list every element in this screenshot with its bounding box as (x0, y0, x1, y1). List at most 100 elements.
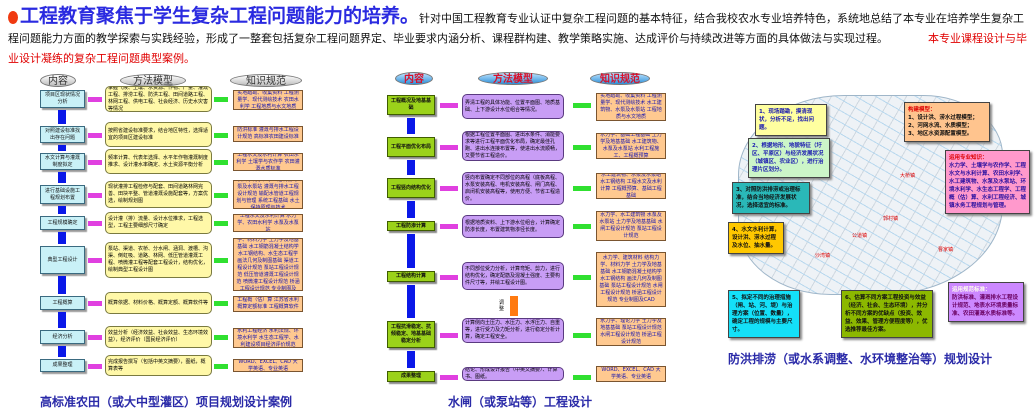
callout-1: 1、现场踏勘，摸清现状，分析不足，找出问题。 (755, 104, 827, 136)
method-box: 竖向布置确定不同部位的高程（底板高程、水泵安装高程、电机安装高程、闸门高程、启闭… (462, 172, 564, 205)
column-header: 内容 (40, 74, 76, 87)
arrow-right-icon (88, 159, 102, 165)
map-label: 公道镇 (852, 233, 868, 239)
method-box: 计算侧向土压力、水压力、水浮压力、自重等，进行受力及力矩分析，进行稳定分析计算，… (462, 318, 564, 343)
content-box: 工程防渗计算 (387, 221, 435, 231)
knowledge-box: 实地踏勘、收集资料 工程测量学、现代测绘技术 水工建筑物、水泵及水泵站 工程地质… (596, 93, 666, 121)
arrow-down-icon (58, 276, 66, 294)
arrow-right-icon (440, 374, 458, 380)
sluice-caption: 水闸（或泵站等）工程设计 (448, 395, 593, 409)
arrow-right-icon (440, 332, 458, 338)
arrow-left-icon (214, 159, 228, 165)
callout-2: 2、根据地形、地貌特征（圩区、平原区）与经济发展状况（城镇区、农业区），进行治理… (748, 138, 830, 178)
arrow-left-icon (573, 186, 591, 191)
content-box: 工程平面优化布局 (387, 137, 435, 157)
arrow-right-icon (440, 103, 458, 108)
arrow-left-icon (573, 103, 591, 108)
content-box: 典型工程设计 (40, 246, 85, 274)
arrow-down-icon (58, 145, 66, 151)
arrow-left-icon (573, 374, 591, 380)
method-box: 结论、形成设计报告（中英文摘要）、计算书、图纸。 (462, 367, 564, 381)
model-item: 1、设计洪、涝水过程模型； (908, 115, 978, 121)
arrow-left-icon (214, 132, 228, 138)
arrow-right-icon (88, 301, 102, 306)
knowledge-box: 水力学、基础工程基础 土力学及地基基础 水工建筑物、水泵及水泵站 水利工程施工、… (596, 133, 666, 159)
arrow-left-icon (573, 224, 591, 229)
map-label: 沙湾镇 (815, 253, 831, 259)
knowledge-box: 水力学、理论力学 土力学及地基基础 泵站工程设计规范 水闸工程设计规范 桥涵工程… (596, 318, 666, 346)
arrow-down-icon (58, 232, 66, 244)
callout-6: 6、估算不同方案工程投资与效益（经济、社会、生态环境），并分析不同方案的优缺点（… (841, 290, 933, 338)
method-box: 不同部位受力分析，计算弯矩、剪力，进行结构优化，确定配筋及混凝土强度、主要构件尺… (462, 262, 564, 290)
arrow-down-icon (407, 285, 415, 318)
knowledge-box: WORD、EXCEL、CAD 大学英语、专业英语 (596, 366, 666, 382)
arrow-left-icon (573, 145, 591, 150)
arrow-left-icon (214, 258, 228, 263)
content-box: 对照建设标准找出存在问题 (40, 126, 85, 143)
content-box: 成果整理 (387, 371, 435, 382)
knowledge-box: 水力学、建筑材料 结构力学、材料力学 土力学及地基基础 水工钢筋混凝土结构学 水… (233, 238, 303, 291)
arrow-down-icon (58, 172, 66, 183)
column-header: 知识规范 (590, 72, 650, 85)
knowledge-box: 工程概（估）算 江苏省水利概算定额标准 工程概算软件 (233, 296, 303, 312)
knowledge-box: 工程水文及水利计算 水力学、农田水利学 水泵及水泵站 (233, 214, 303, 232)
arrow-right-icon (88, 97, 102, 102)
arrow-down-icon (407, 201, 415, 218)
arrow-down-icon (407, 118, 415, 134)
method-box: 概算依据、材料价格、概算定额、概算软件等 (105, 292, 212, 314)
content-box: 水文计算与灌溉制度拟定 (40, 153, 85, 170)
method-box: 掌握气候、土壤、水资源、作物、产量、灌溉工程、排涝工程、防洪工程、田间道路工程、… (105, 86, 212, 112)
model-item: 2、河网水流、水质模型； (908, 123, 973, 129)
arrow-right-icon (440, 186, 458, 191)
content-box: 项目区现状情况分析 (40, 90, 85, 108)
highlight-text: 本专业课程设计与毕业设计凝练的复杂工程问题典型案例。 (8, 32, 1027, 65)
method-box: 按照省建设标准要求，结合地区特性，选择适宜的项目区建设标准 (105, 122, 212, 147)
arrow-left-icon (214, 301, 228, 306)
arrow-right-icon (88, 192, 102, 198)
knowledge-box: 水工建筑物、水泵及水泵站 水工钢结构 工程水文及水利计算 工程概预算、基础工程基… (596, 173, 666, 199)
content-box: 进行基础设施工程规划布置 (40, 185, 85, 204)
arrow-down-icon (58, 206, 66, 214)
arrow-left-icon (214, 221, 228, 226)
arrow-left-icon (214, 192, 228, 198)
standard-text: 防洪标准、灌溉排水工程设计规范、地表水环境质量标准、农田灌溉水质标准等。 (952, 295, 1019, 317)
callout-3: 3、对照防洪排涝或治理标准，结合当地经济发展状况，选择适宜的标准。 (732, 182, 810, 214)
arrow-left-icon (573, 274, 591, 280)
knowledge-box: 工程水文及水利计算 农田水利学 土壤学与农作学 农田灌溉水质标准 (233, 153, 303, 171)
intro-body: 针对中国工程教育专业认证中复杂工程问题的基本特征，结合我校农水专业培养特色，系统… (8, 12, 1025, 45)
knowledge-box: 水力学、建筑材料 结构力学、材料力学 土力学及地基基础 水工钢筋混凝土结构学 水… (596, 252, 666, 307)
content-box: 成果整理 (40, 359, 85, 372)
method-box: 泵站、渠道、农桥、分水闸、涵洞、渡槽、沟渠、倒虹吸、道路、林网、低压管道灌溉工程… (105, 242, 212, 278)
arrow-down-icon (58, 110, 66, 124)
arrow-down-icon (407, 160, 415, 175)
map-label: 大桥镇 (900, 173, 916, 179)
arrow-right-icon (88, 363, 102, 369)
arrow-right-icon (440, 145, 458, 150)
content-box: 工程竖向结构优化 (387, 178, 435, 198)
column-header: 方法模型 (478, 72, 548, 85)
content-box: 工程结构计算 (387, 271, 435, 282)
knowledge-box: 运用专业知识： 水力学、土壤学与农作学、工程水文与水利计算、农田水利学、水工建筑… (945, 150, 1030, 214)
column-header: 内容 (395, 72, 433, 85)
content-box: 经济分析 (40, 330, 85, 344)
flood-caption: 防洪排涝（或水系调整、水环境整治等）规划设计 (728, 352, 993, 366)
bullet-icon (8, 11, 18, 24)
arrow-up-icon (510, 296, 518, 316)
knowledge-box: 防洪标准 灌溉与排水工程设计规范 高标准农田建设标准 (233, 126, 303, 142)
method-box: 弄清工程的具体功能、位置平面图、地质基础、上下游设计水位组合等情况。 (462, 94, 564, 119)
arrow-left-icon (573, 332, 591, 338)
method-box: 完成报告撰写（包括中英文摘要），图纸，概算表等 (105, 355, 212, 376)
map-label: 郭村镇 (883, 216, 899, 222)
knowledge-box: 农田水利学、水工建筑物 水泵及水泵站 灌溉与排水工程设计规范 输配水管道工程规划… (233, 180, 303, 209)
knowledge-title: 运用专业知识： (949, 155, 988, 161)
method-box: 设计灌（排）流量、设计水位推求，工程选型，工程主要细部尺寸确定 (105, 212, 212, 234)
method-box: 根据地质资料、上下游水位组合，计算确定防渗长度，布置建筑物渗径长度。 (462, 215, 564, 238)
knowledge-box: WORD、EXCEL、CAD 大学英语、专业英语 (233, 359, 303, 372)
arrow-down-icon (58, 346, 66, 357)
callout-4: 4、水文水利计算，设计洪、涝水过程及水位、抽水量。 (728, 222, 784, 254)
content-box: 工程规模确定 (40, 216, 85, 230)
arrow-right-icon (440, 224, 458, 229)
method-box: 效益分析（经济效益、社会效益、生态环境效益），经济评价（国民经济评价） (105, 326, 212, 348)
arrow-left-icon (214, 97, 228, 102)
arrow-left-icon (214, 335, 228, 340)
